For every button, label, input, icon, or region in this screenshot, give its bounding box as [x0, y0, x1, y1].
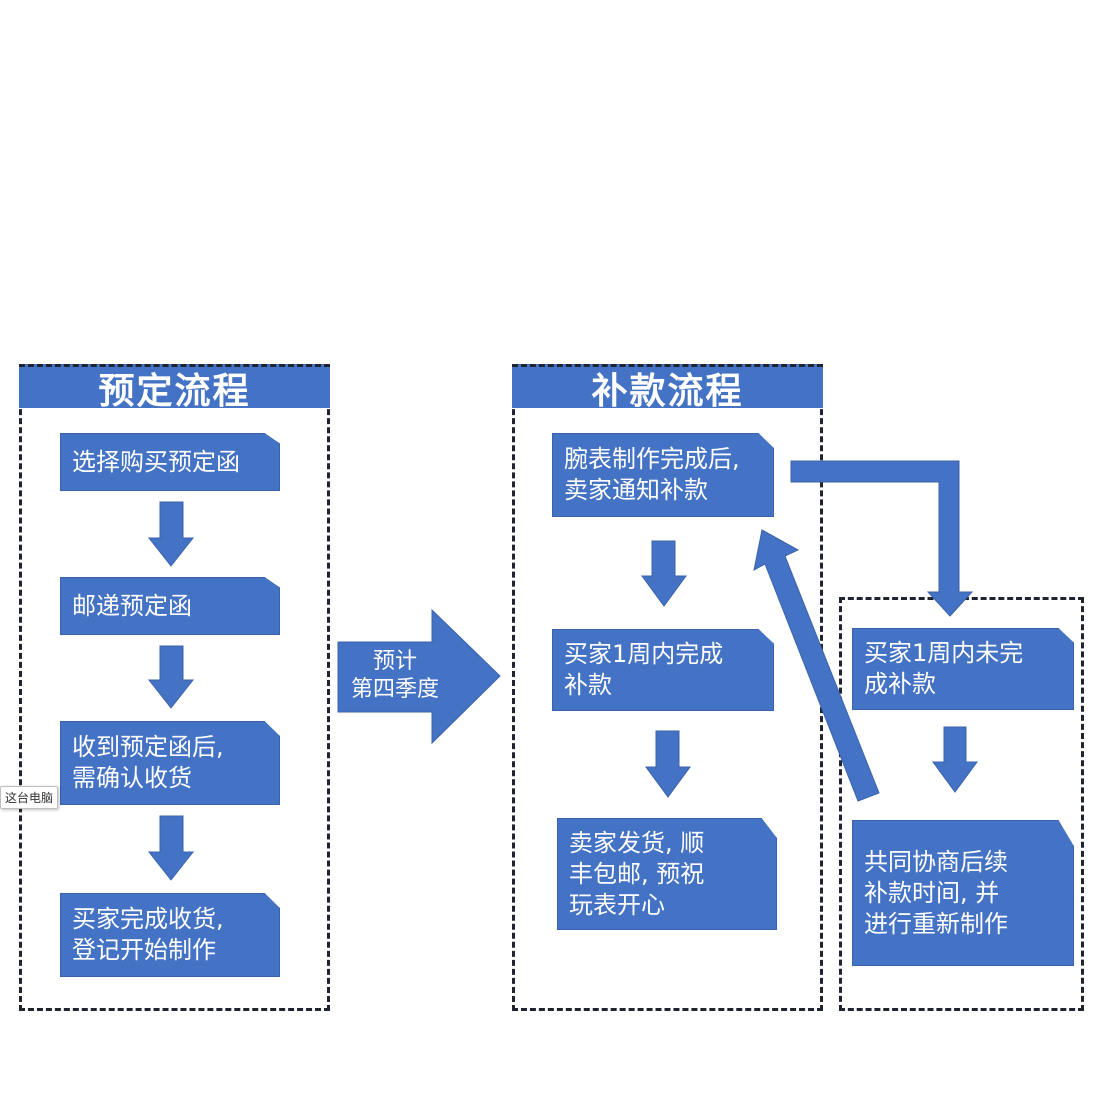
tooltip-this-computer: 这台电脑 [0, 786, 59, 809]
transition-label: 预计 第四季度 [340, 648, 450, 704]
step-payment-overdue: 买家1周内未完 成补款 [852, 628, 1074, 710]
elbow-arrow [790, 460, 974, 617]
step-confirm-receipt: 收到预定函后, 需确认收货 [60, 721, 280, 805]
step-renegotiate-label: 共同协商后续 补款时间, 并 进行重新制作 [864, 847, 1008, 938]
transition-arrow [337, 608, 501, 745]
booking-process-title: 预定流程 [19, 364, 330, 412]
transition-label-line2: 第四季度 [350, 677, 439, 702]
transition-label-line1: 预计 [372, 649, 417, 674]
step-payment-overdue-label: 买家1周内未完 成补款 [864, 639, 1024, 698]
step-select-purchase-label: 选择购买预定函 [72, 447, 240, 476]
step-complete-payment-label: 买家1周内完成 补款 [564, 640, 724, 699]
down-arrow-4 [641, 540, 687, 607]
down-arrow-1 [147, 501, 195, 567]
down-arrow-5 [645, 730, 691, 798]
step-start-production: 买家完成收货, 登记开始制作 [60, 893, 280, 977]
step-complete-payment: 买家1周内完成 补款 [552, 629, 774, 711]
down-arrow-6 [932, 726, 978, 793]
payment-process-title: 补款流程 [512, 364, 823, 412]
down-arrow-3 [147, 815, 195, 881]
step-notify-payment-label: 腕表制作完成后, 卖家通知补款 [564, 445, 740, 504]
down-arrow-2 [147, 645, 195, 709]
step-confirm-receipt-label: 收到预定函后, 需确认收货 [72, 733, 224, 792]
step-select-purchase: 选择购买预定函 [60, 433, 280, 491]
step-mail-letter: 邮递预定函 [60, 577, 280, 635]
step-ship: 卖家发货, 顺 丰包邮, 预祝 玩表开心 [557, 818, 777, 930]
step-renegotiate: 共同协商后续 补款时间, 并 进行重新制作 [852, 820, 1074, 966]
step-ship-label: 卖家发货, 顺 丰包邮, 预祝 玩表开心 [569, 828, 705, 919]
step-notify-payment: 腕表制作完成后, 卖家通知补款 [552, 433, 774, 517]
step-mail-letter-label: 邮递预定函 [72, 591, 192, 620]
return-arrow [753, 529, 880, 802]
step-start-production-label: 买家完成收货, 登记开始制作 [72, 905, 224, 964]
